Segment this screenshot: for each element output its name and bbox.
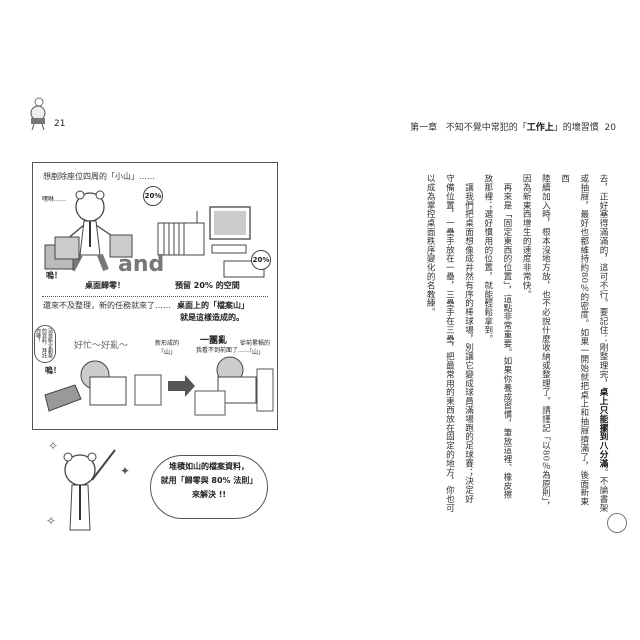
thud-label-2: 嗚！ (45, 366, 61, 375)
sound-effect: 嘿咻…… (42, 196, 67, 203)
text-column: 去，正好塞得滿滿的，這可不行。要記住：剛整理完，桌上只能擺到八分滿。不論書架 (593, 174, 612, 514)
label-reserve-space: 預留 20% 的空間 (175, 281, 240, 290)
chapter-title-bold: 工作上 (526, 123, 554, 133)
middle-caption-bold-2: 就是這樣造成的。 (180, 313, 244, 322)
middle-caption: 還來不及整理，新的任務就來了…… (43, 301, 171, 310)
badge-20-percent-drawer: 20% (251, 250, 271, 270)
badge-20-percent-shelf: 20% (143, 186, 163, 206)
text-column: 讓我們把桌面想像成井然有序的棒球場，別讓它變成球員滿場跑的足球賽；決定好 (463, 174, 474, 504)
page-corner-mark-icon (607, 513, 627, 533)
mascot-icon (30, 97, 46, 131)
text-run: 。不論書架 (598, 467, 608, 513)
desk-clearing-drawing (44, 190, 265, 278)
text-column: 以成為掌控桌面秩序變化的名教練。 (425, 174, 436, 317)
mess-text: 一團亂 (200, 336, 228, 346)
bubble-line-2: 就用「歸零與 80% 法則」 (160, 476, 258, 485)
cheering-bear-drawing: ✧ ✦ ✧ (46, 439, 130, 531)
speech-bubble-small: 這是新企劃案的資料，拜託你嘍！ (34, 325, 56, 363)
chapter-label: 第一章 (410, 123, 438, 133)
text-run-bold: 桌上只能擺到八分滿 (598, 387, 608, 468)
text-column: 守備位置，一壘手放在一壘，三壘手在三壘，把最常用的東西放在固定的地方，你也可 (444, 174, 455, 513)
illustration-top-caption: 想剷除座位四周的「小山」…… (43, 172, 155, 181)
text-column: 再來是「固定東西的位置」，這點非常重要。如果你養成習慣，筆放這裡、橡皮擦 (501, 174, 512, 499)
thud-label: 嗚！ (46, 271, 62, 280)
middle-caption-bold: 桌面上的「檔案山」 (177, 301, 249, 310)
busy-text: 好忙～好亂～ (74, 341, 129, 351)
illustration-frame (32, 162, 278, 430)
svg-text:✧: ✧ (46, 514, 56, 528)
text-column: 因為新東西增生的速度非常快。 (521, 174, 532, 299)
text-column: 放那裡；選好慣用的位置，就能輕鬆拿到。 (482, 174, 493, 344)
old-mountain-label: 從前累積的「山」 (239, 340, 270, 356)
and-label: and (118, 252, 165, 277)
svg-text:✦: ✦ (120, 464, 130, 478)
text-run: 去，正好塞得滿滿的，這可不行。要記住：剛整理完， (598, 174, 608, 388)
speech-bubble-main: 堆積如山的檔案資料， 就用「歸零與 80% 法則」 來解決 !! (150, 455, 268, 519)
chapter-title-pre: 不知不覺中常犯的「 (445, 123, 527, 133)
page-number-left: 21 (54, 119, 66, 129)
dotted-divider (42, 296, 268, 297)
label-desk-zero: 桌面歸零！ (85, 281, 125, 290)
mumble-text: 我看不到前面了…… (196, 345, 251, 354)
body-text: 去，正好塞得滿滿的，這可不行。要記住：剛整理完，桌上只能擺到八分滿。不論書架 或… (420, 174, 612, 514)
svg-text:✧: ✧ (48, 439, 58, 453)
new-mountain-label: 新形成的「山」 (154, 340, 179, 356)
text-column: 或抽屜，最好也都維持約80％的密度。如果一開始就把桌上和抽屜擠滿了，後面新東西 (559, 174, 589, 506)
running-header: 第一章 不知不覺中常犯的「工作上」的壞習慣 20 (410, 120, 616, 133)
office-mess-drawing (44, 356, 274, 416)
bubble-line-3: 來解決 !! (191, 490, 227, 499)
page-number-right: 20 (604, 123, 616, 133)
text-column: 陸續加入時，根本沒地方放，也不必說什麼收納或整理了。請謹記「以80％為原則」， (540, 174, 551, 511)
bubble-line-1: 堆積如山的檔案資料， (169, 462, 249, 471)
chapter-title-post: 」的壞習慣 (553, 123, 599, 133)
